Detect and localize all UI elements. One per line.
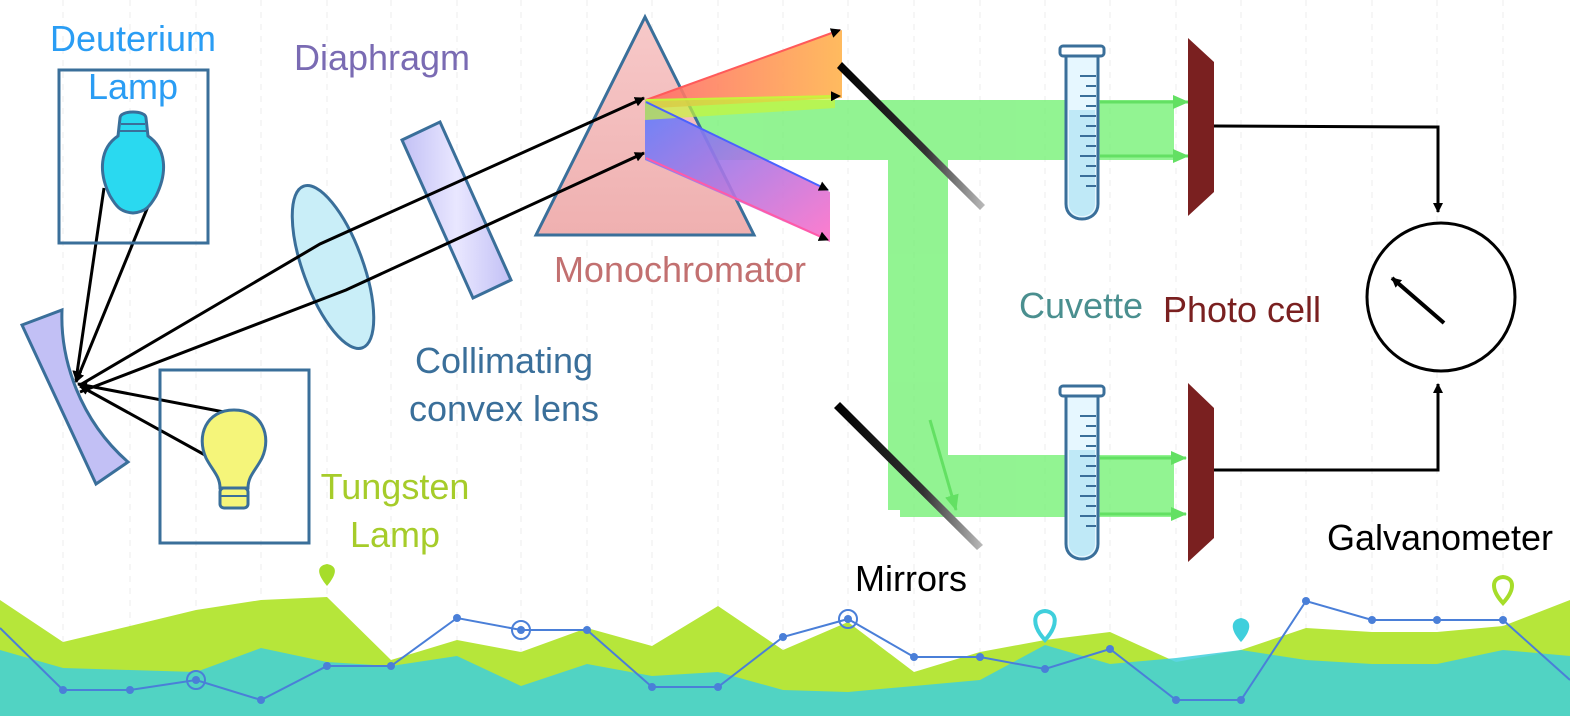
tungsten-lamp-box (158, 368, 311, 545)
spectrum-blue (645, 100, 830, 242)
spectrum-red (645, 30, 842, 108)
photo-cell-lower (1188, 383, 1214, 562)
monochromator-label: Monochromator (554, 249, 806, 290)
photo-cell-upper (1188, 38, 1214, 216)
diaphragm-slit (400, 119, 513, 301)
spectrum-arrows (645, 28, 841, 241)
deuterium-lamp-box (57, 68, 210, 245)
collimating-lens (290, 184, 376, 350)
cuvette-label: Cuvette (1019, 285, 1143, 326)
mirror-upper (837, 62, 985, 210)
mirror-lower (834, 402, 983, 550)
light-paths (72, 96, 645, 462)
beam-arrows (928, 95, 1189, 521)
footer-wave (0, 564, 1570, 716)
collimating-lens-label-line1: Collimating (415, 340, 593, 381)
collimating-lens-label-line2: convex lens (409, 388, 599, 429)
location-pin-icon (319, 564, 335, 586)
photo-cell-label: Photo cell (1163, 289, 1321, 330)
location-pin-icon (1232, 618, 1250, 642)
concave-mirror (19, 307, 131, 487)
footer-ring-points (186, 609, 858, 690)
galvanometer-label: Galvanometer (1327, 517, 1553, 558)
footer-line-points (59, 597, 1507, 704)
gauge-icon (1365, 221, 1517, 373)
tungsten-lamp-label-line1: Tungsten (321, 466, 470, 507)
spectrum-green (645, 95, 835, 120)
mirrors-label: Mirrors (855, 558, 967, 599)
galvanometer-wires (1213, 124, 1443, 472)
location-pin-icon (1033, 608, 1057, 643)
light-bulb-icon (100, 110, 166, 215)
diaphragm-label: Diaphragm (294, 37, 470, 78)
light-bulb-icon (200, 408, 268, 510)
test-tube-icon (1058, 384, 1106, 561)
location-pin-icon (1492, 574, 1514, 606)
test-tube-icon (1058, 44, 1106, 221)
deuterium-lamp-label-line2: Lamp (88, 66, 178, 107)
tungsten-lamp-label-line2: Lamp (350, 514, 440, 555)
deuterium-lamp-label-line1: Deuterium (50, 18, 216, 59)
